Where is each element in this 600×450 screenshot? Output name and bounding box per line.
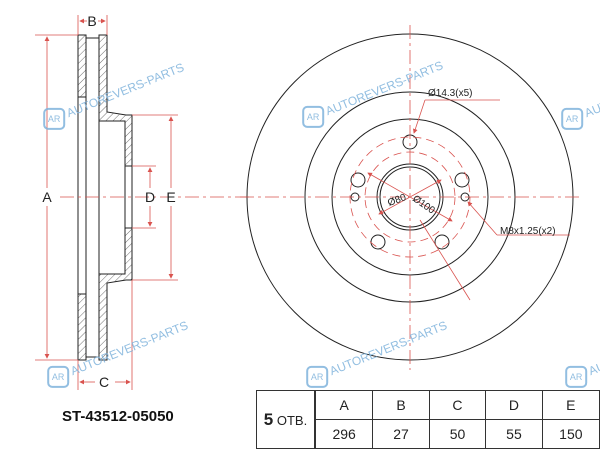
holes-suffix: ОТВ. [276, 412, 308, 428]
value-a: 296 [314, 419, 374, 449]
logo-icon: AR [43, 107, 66, 130]
header-b: B [372, 390, 430, 420]
dim-label-c: C [99, 374, 109, 390]
holes-cell: 5 ОТВ. [255, 390, 316, 449]
logo-icon: AR [302, 105, 325, 128]
side-dimensions [35, 15, 250, 390]
logo-icon: AR [561, 107, 584, 130]
dim-label-a: A [42, 189, 52, 205]
value-c: 50 [428, 419, 487, 449]
dim-label-d: D [145, 189, 155, 205]
header-d: D [485, 390, 543, 420]
header-e: E [541, 390, 600, 420]
value-b: 27 [372, 419, 430, 449]
spec-table: 5 ОТВ. A B C D E 296 27 50 55 150 [255, 390, 600, 449]
logo-icon: AR [565, 365, 588, 388]
header-a: A [314, 390, 374, 420]
logo-icon: AR [47, 365, 70, 388]
thread-label: M8x1.25(x2) [500, 226, 556, 237]
value-d: 55 [485, 419, 543, 449]
dim-label-e: E [166, 189, 175, 205]
logo-icon: AR [306, 365, 329, 388]
holes-count: 5 [263, 409, 274, 429]
dim-label-b: B [87, 13, 96, 29]
table-row: 296 27 50 55 150 [257, 419, 600, 449]
table-header-row: 5 ОТВ. A B C D E [255, 390, 600, 449]
inner-dia-label: Ø80 [386, 192, 408, 209]
part-number: ST-43512-05050 [62, 408, 174, 425]
header-c: C [428, 390, 487, 420]
front-dimensions [240, 25, 580, 370]
value-e: 150 [541, 419, 600, 449]
bolt-hole-label: Ø14.3(x5) [428, 88, 472, 99]
